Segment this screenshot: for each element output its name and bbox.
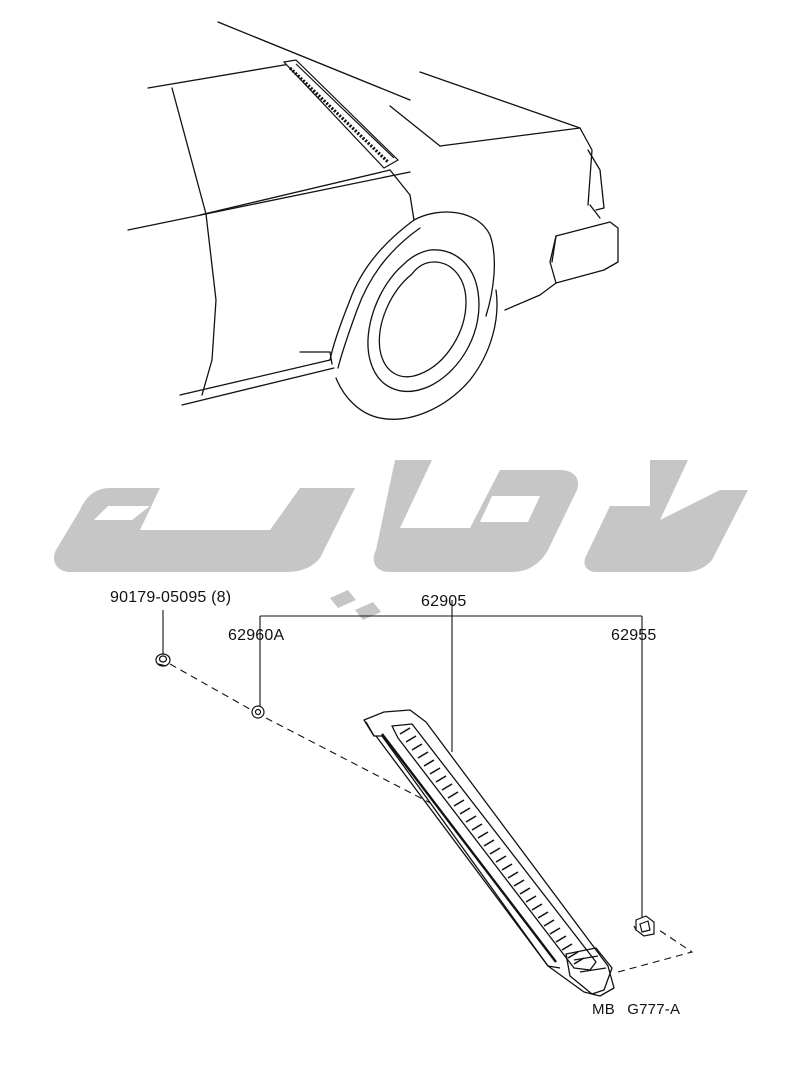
car-rear-quarter-illustration [127,21,619,420]
plug-part [251,705,265,719]
dashed-assembly-lines [169,663,694,973]
pillar-garnish-on-car [282,59,399,169]
leader-lines [162,600,643,918]
pillar-garnish-part [363,709,615,997]
bolt-part-number: 90179-05095 (8) [110,589,232,606]
plug-part-number: 62960A [228,627,285,644]
assembly-part-number: 62905 [421,593,467,610]
diagram-reference-code: MB G777-A [592,1001,681,1018]
clip-part [633,915,655,937]
bolt-part [155,653,171,667]
clip-part-number: 62955 [611,627,657,644]
watermark-logo [53,460,748,620]
